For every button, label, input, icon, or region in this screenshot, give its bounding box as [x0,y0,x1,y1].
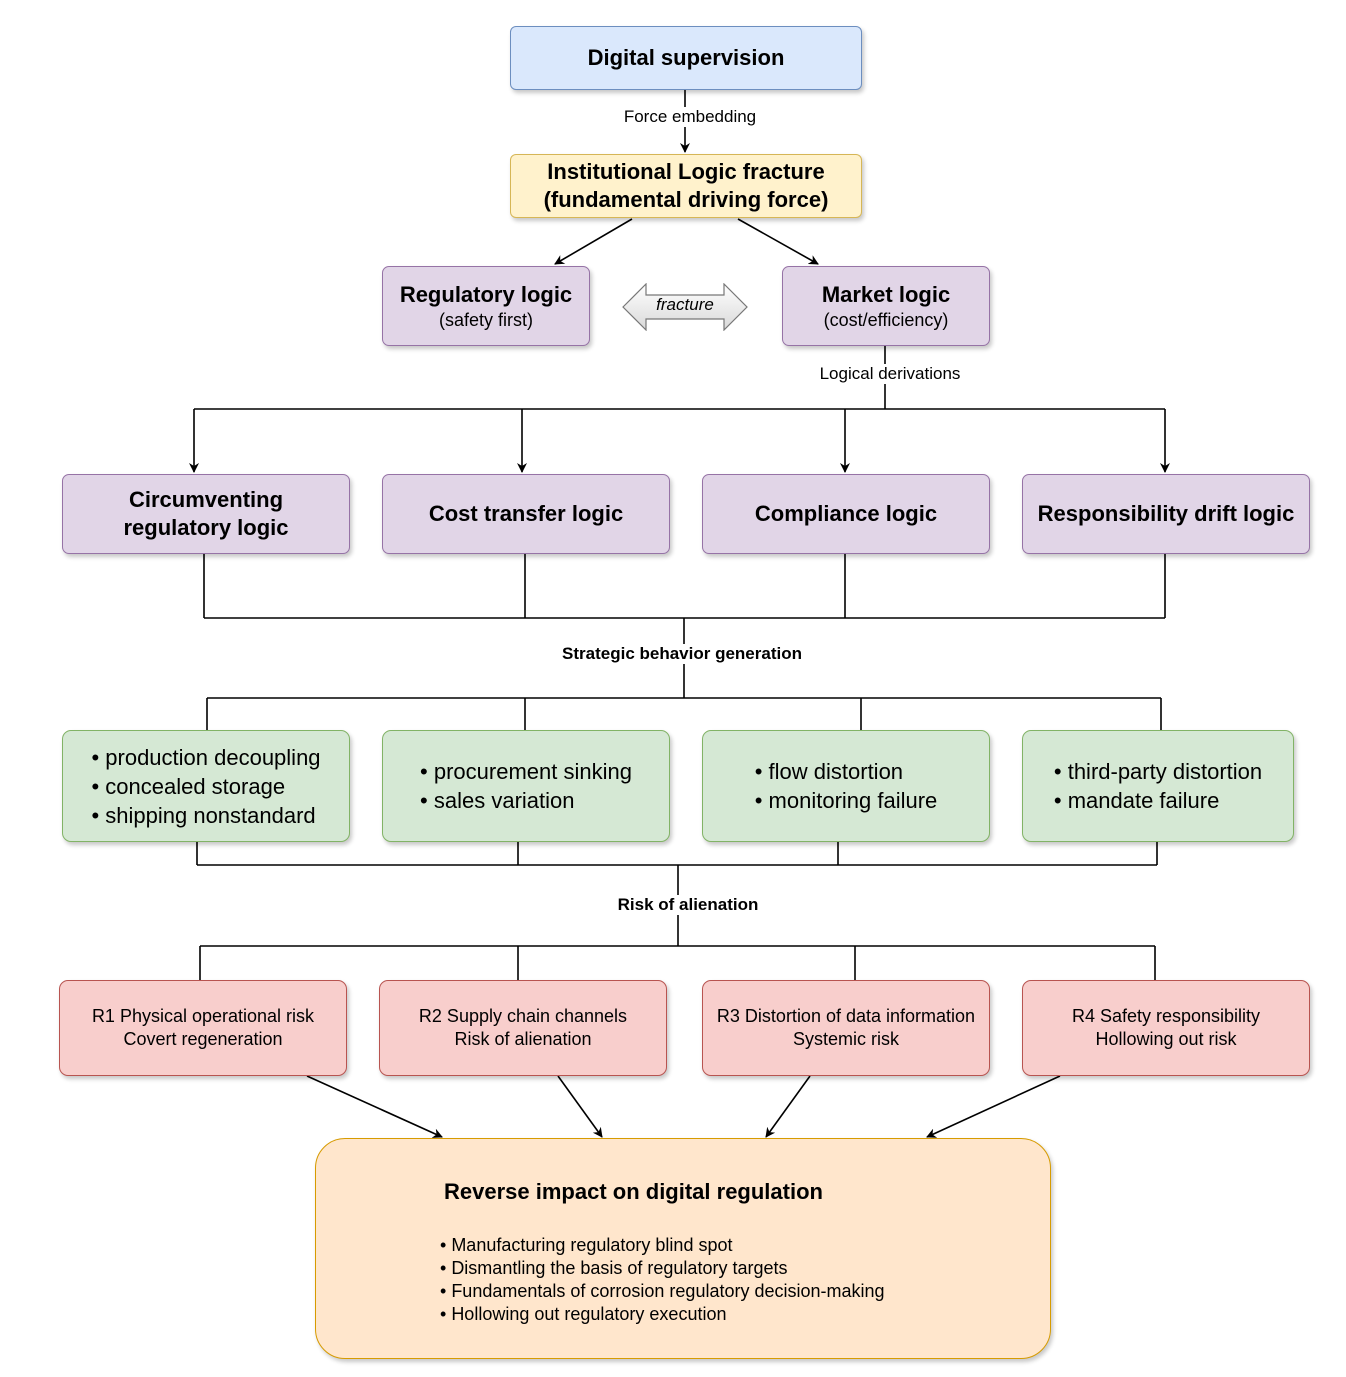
responsibility-drift-logic-node: Responsibility drift logic [1022,474,1310,554]
institutional-fracture-node: Institutional Logic fracture (fundamenta… [510,154,862,218]
risk-node-r3: R3 Distortion of data information System… [702,980,990,1076]
list-item: sales variation [420,786,632,815]
node-title: Reverse impact on digital regulation [444,1179,823,1204]
fracture-double-arrow: fracture [622,282,748,332]
risk-of-alienation-label: Risk of alienation [614,895,762,915]
behavior-node-4: third-party distortion mandate failure [1022,730,1294,842]
node-title: Digital supervision [587,45,785,70]
cost-transfer-logic-node: Cost transfer logic [382,474,670,554]
node-line-2: (fundamental driving force) [543,187,829,212]
double-arrow-icon [622,282,748,332]
node-line-2: Covert regeneration [123,1029,283,1049]
node-title: Regulatory logic [399,282,573,307]
node-title: Cost transfer logic [428,501,624,526]
compliance-logic-node: Compliance logic [702,474,990,554]
risk-node-r1: R1 Physical operational risk Covert rege… [59,980,347,1076]
node-line-2: regulatory logic [123,515,289,540]
regulatory-logic-node: Regulatory logic (safety first) [382,266,590,346]
list-item: Hollowing out regulatory execution [440,1303,885,1326]
node-line-1: Circumventing [128,487,284,512]
node-title: Compliance logic [754,501,938,526]
node-line-2: Systemic risk [792,1029,899,1049]
behavior-list: third-party distortion mandate failure [1054,757,1262,815]
list-item: flow distortion [755,757,938,786]
list-item: Dismantling the basis of regulatory targ… [440,1257,885,1280]
fracture-label: fracture [656,295,714,314]
digital-supervision-node: Digital supervision [510,26,862,90]
behavior-list: production decoupling concealed storage … [91,743,320,830]
node-line-1: R1 Physical operational risk [91,1006,315,1026]
logical-derivations-label: Logical derivations [816,364,964,384]
force-embedding-label: Force embedding [620,107,760,127]
node-line-1: R4 Safety responsibility [1071,1006,1261,1026]
circumventing-logic-node: Circumventing regulatory logic [62,474,350,554]
node-title: Market logic [821,282,951,307]
strategic-behavior-label: Strategic behavior generation [559,644,805,664]
behavior-list: flow distortion monitoring failure [755,757,938,815]
edge-to-market [737,218,819,265]
list-item: Fundamentals of corrosion regulatory dec… [440,1280,884,1303]
node-title: Responsibility drift logic [1037,501,1295,526]
list-item: procurement sinking [420,757,632,786]
node-line-1: Institutional Logic fracture [547,159,825,184]
list-item: monitoring failure [755,786,938,815]
list-item: concealed storage [91,772,320,801]
reverse-impact-node: Reverse impact on digital regulation Man… [315,1138,1051,1359]
list-item: production decoupling [91,743,320,772]
behavior-list: procurement sinking sales variation [420,757,632,815]
node-subtitle: (safety first) [438,310,533,330]
node-line-1: R3 Distortion of data information [716,1006,976,1026]
behavior-node-3: flow distortion monitoring failure [702,730,990,842]
node-line-1: R2 Supply chain channels [418,1006,628,1026]
impact-list: Manufacturing regulatory blind spot Dism… [440,1234,885,1326]
list-item: Manufacturing regulatory blind spot [440,1234,885,1257]
node-line-2: Hollowing out risk [1095,1029,1237,1049]
list-item: third-party distortion [1054,757,1262,786]
risk-node-r2: R2 Supply chain channels Risk of alienat… [379,980,667,1076]
node-subtitle: (cost/efficiency) [823,310,949,330]
behavior-node-1: production decoupling concealed storage … [62,730,350,842]
list-item: mandate failure [1054,786,1262,815]
node-line-2: Risk of alienation [454,1029,592,1049]
behavior-node-2: procurement sinking sales variation [382,730,670,842]
list-item: shipping nonstandard [91,801,320,830]
risk-node-r4: R4 Safety responsibility Hollowing out r… [1022,980,1310,1076]
edge-to-regulatory [554,218,633,265]
market-logic-node: Market logic (cost/efficiency) [782,266,990,346]
